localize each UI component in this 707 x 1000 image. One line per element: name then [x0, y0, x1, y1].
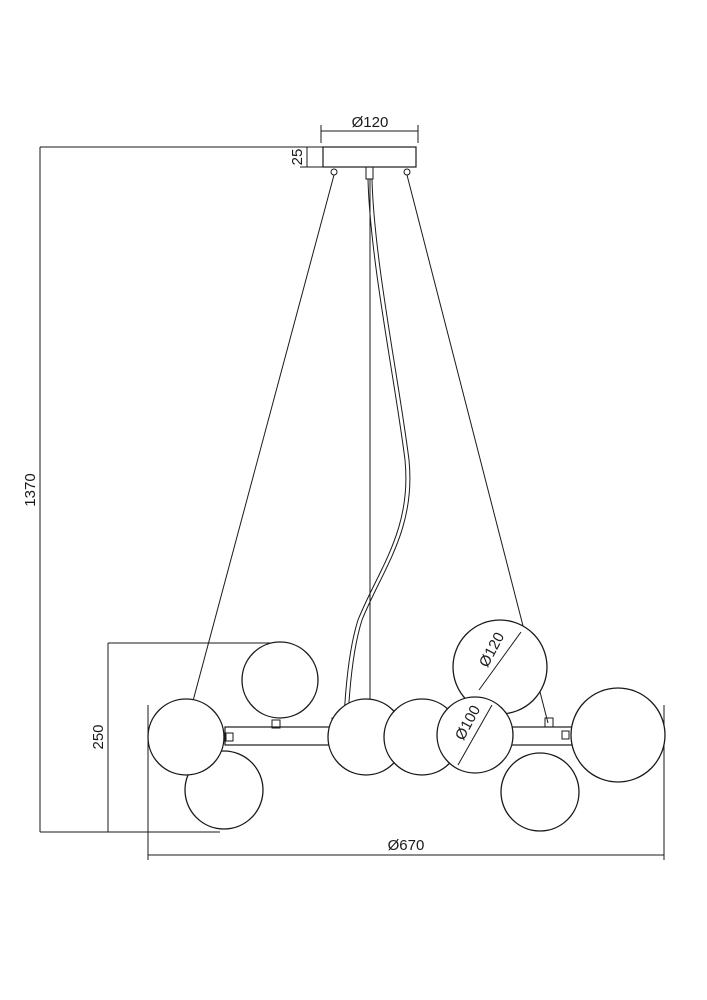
globe-back-left [241, 641, 319, 719]
total-height-label: 1370 [22, 473, 39, 506]
small-globe-diameter-line [457, 704, 493, 766]
cord-grip [365, 166, 374, 180]
canopy-height-label: 25 [289, 149, 306, 166]
suspension-wire-left [185, 174, 335, 728]
globe-end-left [147, 698, 225, 776]
canopy-screw-left [330, 168, 338, 176]
dimension-lines [39, 125, 665, 860]
canopy-diameter-label: Ø120 [352, 114, 389, 131]
overall-diameter-label: Ø670 [388, 837, 425, 854]
body-height-label: 250 [90, 724, 107, 749]
canopy-screw-right [403, 168, 411, 176]
large-globe-diameter-line [478, 631, 522, 691]
power-cord [343, 178, 411, 720]
ceiling-canopy [322, 146, 417, 168]
globe-lower-right [500, 752, 580, 832]
globe-end-right [570, 687, 666, 783]
